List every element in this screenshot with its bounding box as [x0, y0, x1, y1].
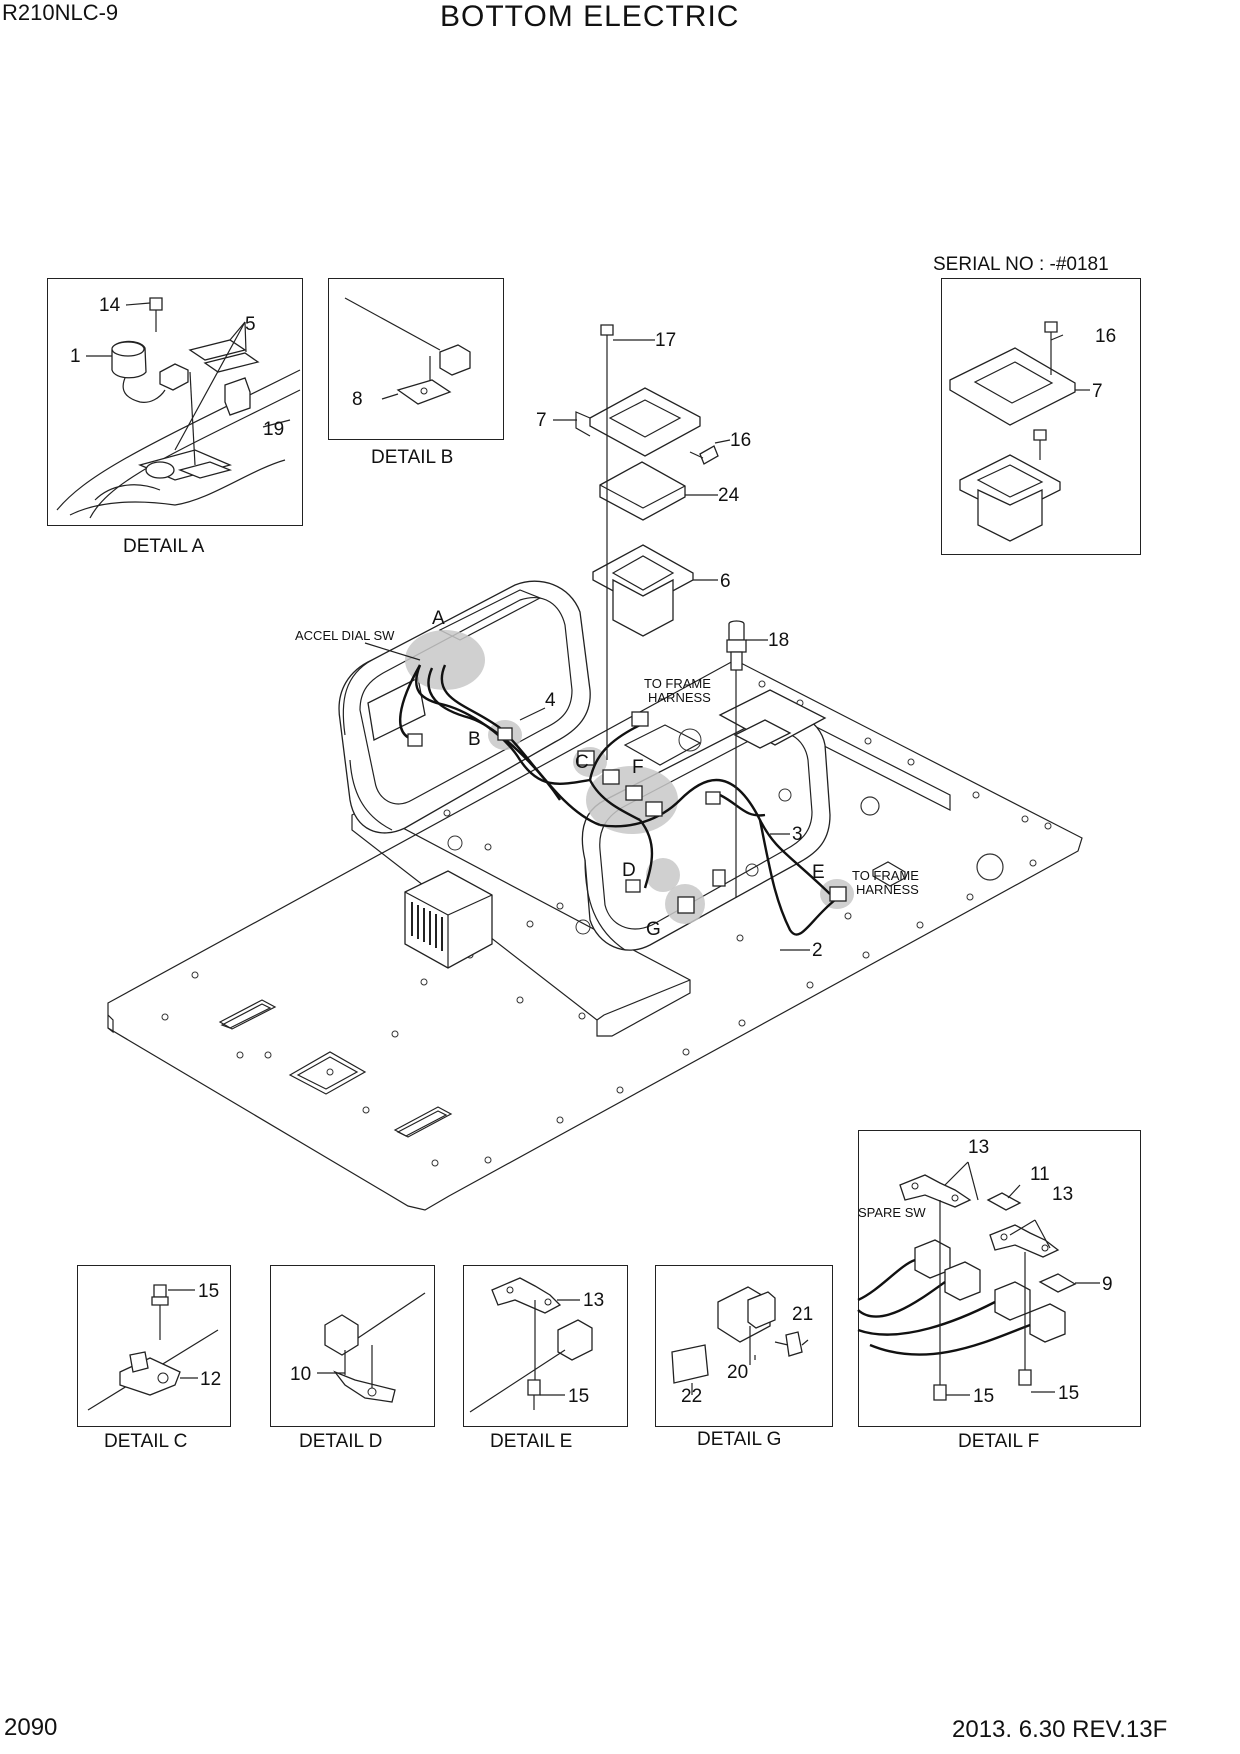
model-code: R210NLC-9 [2, 0, 119, 25]
marker-c: C [575, 752, 589, 773]
callout-1: 1 [70, 346, 81, 367]
callout-2: 2 [812, 940, 823, 961]
detail-f-caption: DETAIL F [958, 1431, 1040, 1452]
detail-b-frame [328, 278, 504, 440]
detail-g-caption: DETAIL G [697, 1429, 782, 1450]
callout-5: 5 [245, 314, 256, 335]
detail-b-drawing [344, 297, 471, 405]
callout-12: 12 [200, 1369, 221, 1390]
callout-19: 19 [263, 419, 284, 440]
detail-a-frame [47, 278, 303, 526]
detail-e-drawing [469, 1277, 593, 1413]
detail-c-caption: DETAIL C [104, 1431, 188, 1452]
detail-g-drawing [671, 1286, 803, 1384]
to-frame-harness-label-top-2: HARNESS [648, 690, 711, 705]
marker-f: F [632, 757, 644, 778]
to-frame-harness-label-top-1: TO FRAME [644, 676, 711, 691]
callout-18: 18 [768, 630, 789, 651]
callout-4: 4 [545, 690, 556, 711]
callout-22: 22 [681, 1386, 702, 1407]
callout-15-f-right: 15 [1058, 1383, 1079, 1404]
detail-d-drawing [324, 1292, 426, 1403]
detail-a-drawing [56, 297, 301, 519]
marker-a: A [432, 608, 445, 629]
callout-14: 14 [99, 295, 121, 316]
callout-3: 3 [792, 824, 803, 845]
detail-c-drawing [87, 1284, 219, 1411]
marker-e: E [812, 862, 825, 883]
serial-detail-frame [941, 278, 1141, 555]
callout-17: 17 [655, 330, 676, 351]
callout-leaders [86, 302, 1100, 1396]
callout-15-c: 15 [198, 1281, 219, 1302]
page-number: 2090 [4, 1714, 58, 1741]
detail-g-frame [655, 1265, 833, 1427]
marker-g: G [646, 919, 661, 940]
callout-9: 9 [1102, 1274, 1113, 1295]
callout-7-serial: 7 [1092, 381, 1103, 402]
detail-f-frame [858, 1130, 1141, 1427]
page-title: BOTTOM ELECTRIC [440, 0, 740, 33]
detail-a-caption: DETAIL A [123, 536, 205, 557]
vent-grille-box [404, 870, 493, 969]
detail-letter-markers: A B C D E F G ACCEL DIAL SW TO FRAME HAR… [295, 608, 926, 1220]
callout-13-f-top: 13 [968, 1137, 989, 1158]
callout-21: 21 [792, 1304, 813, 1325]
callout-10: 10 [290, 1364, 311, 1385]
callout-15-f-left: 15 [973, 1386, 994, 1407]
callout-13-e: 13 [583, 1290, 604, 1311]
floor-plate [107, 659, 1083, 1211]
callout-20: 20 [727, 1362, 748, 1383]
part-number-callouts: 14 1 5 19 8 17 7 16 24 6 18 4 3 2 16 7 1… [70, 295, 1116, 1407]
accel-dial-sw-label: ACCEL DIAL SW [295, 628, 395, 643]
marker-b: B [468, 729, 481, 750]
cover-and-box-stack [575, 324, 747, 898]
callout-11: 11 [1030, 1164, 1050, 1185]
revision-date: 2013. 6.30 REV.13F [952, 1716, 1168, 1743]
callout-13-f-mid: 13 [1052, 1184, 1073, 1205]
detail-c-frame [77, 1265, 231, 1427]
right-console [581, 689, 831, 951]
detail-e-frame [463, 1265, 628, 1427]
detail-d-frame [270, 1265, 435, 1427]
callout-16-serial: 16 [1095, 326, 1116, 347]
detail-d-caption: DETAIL D [299, 1431, 383, 1452]
callout-16: 16 [730, 430, 751, 451]
detail-b-caption: DETAIL B [371, 447, 454, 468]
to-frame-harness-label-right-1: TO FRAME [852, 868, 919, 883]
detail-f-drawing [857, 1174, 1077, 1401]
detail-e-caption: DETAIL E [490, 1431, 573, 1452]
spare-sw-label: SPARE SW [858, 1205, 926, 1220]
callout-24: 24 [718, 485, 740, 506]
serial-number-note: SERIAL NO : -#0181 [933, 254, 1109, 275]
serial-detail-drawing [949, 321, 1076, 542]
callout-7: 7 [536, 410, 547, 431]
to-frame-harness-label-right-2: HARNESS [856, 882, 919, 897]
callout-8: 8 [352, 389, 363, 410]
callout-6: 6 [720, 571, 731, 592]
marker-d: D [622, 860, 636, 881]
main-connectors [407, 711, 847, 914]
callout-15-e: 15 [568, 1386, 589, 1407]
